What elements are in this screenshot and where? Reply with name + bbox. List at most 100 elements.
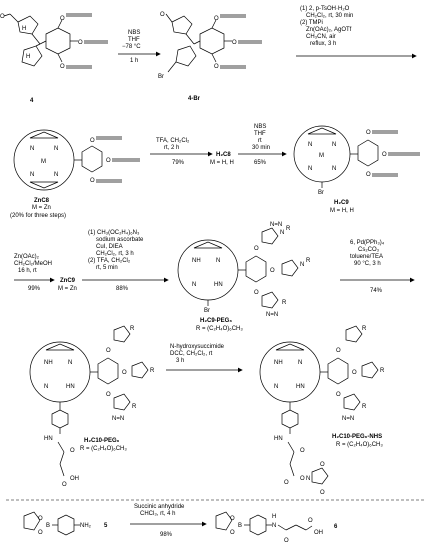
conditions-r1: NBS THF −78 °C 1 h — [122, 30, 141, 64]
svg-text:N=N: N=N — [266, 312, 278, 318]
svg-text:O: O — [308, 518, 313, 524]
compound-h2c9peg-label: H₂C9-PEG₆ — [200, 318, 232, 324]
svg-text:N: N — [30, 146, 34, 152]
compound-h2c10nhs-structure: NH N N HN O O O R R N=N R HN O O O N O O — [259, 325, 385, 496]
svg-text:O: O — [0, 14, 5, 20]
compound-6-structure: O O B H N O O OH — [215, 511, 323, 544]
svg-text:N: N — [332, 166, 336, 172]
svg-text:CH₂Cl₂/MeOH: CH₂Cl₂/MeOH — [14, 261, 52, 267]
svg-text:Zn(OAc)₂, AgOTf: Zn(OAc)₂, AgOTf — [306, 27, 352, 33]
svg-text:M: M — [319, 153, 324, 159]
conditions-r3: TFA, CH₂Cl₂ rt, 2 h 79% — [156, 138, 190, 166]
compound-znc9-metal: M = Zn — [58, 286, 77, 292]
svg-text:O: O — [78, 40, 83, 46]
svg-text:R: R — [282, 300, 287, 306]
svg-text:Zn(OAc)₂: Zn(OAc)₂ — [14, 254, 40, 260]
svg-text:O: O — [300, 448, 305, 454]
conditions-r2: (1) 2, p-TsOH·H₂O CH₂Cl₂, rt, 30 min (2)… — [300, 6, 353, 47]
svg-text:R: R — [132, 404, 137, 410]
svg-text:74%: 74% — [370, 288, 383, 294]
svg-text:H: H — [272, 514, 276, 520]
svg-text:R: R — [306, 258, 311, 264]
svg-text:reflux, 3 h: reflux, 3 h — [310, 41, 336, 47]
svg-text:O: O — [300, 476, 305, 482]
svg-text:O: O — [254, 246, 259, 252]
svg-text:TFA, CH₂Cl₂: TFA, CH₂Cl₂ — [156, 138, 190, 144]
svg-text:N-hydroxysuccimide: N-hydroxysuccimide — [170, 344, 225, 350]
svg-text:O: O — [60, 16, 65, 22]
svg-text:O: O — [366, 172, 371, 178]
svg-text:O: O — [254, 290, 259, 296]
svg-text:N: N — [298, 360, 302, 366]
svg-text:O: O — [336, 348, 341, 354]
svg-text:N: N — [44, 384, 48, 390]
svg-text:O: O — [336, 392, 341, 398]
svg-text:NH: NH — [274, 360, 283, 366]
svg-text:O: O — [284, 480, 289, 486]
svg-text:O: O — [70, 448, 75, 454]
svg-text:O: O — [382, 152, 387, 158]
svg-text:CH₂Cl₂, rt, 30 min: CH₂Cl₂, rt, 30 min — [306, 13, 353, 19]
compound-h2c10peg-r: R = (C₂H₄O)₆CH₃ — [80, 446, 127, 452]
svg-text:O: O — [230, 516, 235, 522]
compound-5-structure: O O B NH₂ — [23, 511, 92, 536]
compound-h2c9-metal: M = H, H — [330, 208, 354, 214]
svg-text:N: N — [308, 142, 312, 148]
svg-text:N: N — [280, 230, 284, 236]
svg-text:NH: NH — [192, 258, 201, 264]
svg-text:6, Pd(PPh₃)₄: 6, Pd(PPh₃)₄ — [350, 240, 385, 246]
svg-text:O: O — [160, 12, 165, 18]
svg-text:(2) TFA, CH₂Cl₂: (2) TFA, CH₂Cl₂ — [88, 258, 131, 264]
svg-text:(1) 2, p-TsOH·H₂O: (1) 2, p-TsOH·H₂O — [300, 6, 350, 12]
svg-text:B: B — [238, 523, 242, 529]
svg-text:CuI, DIEA: CuI, DIEA — [96, 244, 123, 250]
svg-text:O: O — [106, 392, 111, 398]
svg-text:O: O — [214, 64, 219, 70]
compound-6-label: 6 — [334, 524, 338, 530]
svg-text:HN: HN — [44, 436, 53, 442]
svg-text:O: O — [90, 178, 95, 184]
svg-text:rt: rt — [258, 138, 262, 144]
compound-4br-label: 4-Br — [188, 96, 201, 102]
svg-text:O: O — [60, 64, 65, 70]
svg-text:O: O — [62, 482, 67, 488]
svg-text:M: M — [41, 159, 46, 165]
compound-4-structure: O H H O O O — [0, 13, 108, 70]
svg-text:N=N: N=N — [270, 222, 282, 228]
compound-4br-structure: O Br O O O — [158, 12, 262, 80]
conditions-r7: 6, Pd(PPh₃)₄ Cs₂CO₃ toluene/TEA 90 °C, 3… — [350, 240, 385, 294]
compound-h2c8-label: H₂C8 — [216, 152, 231, 158]
svg-text:O: O — [122, 370, 127, 376]
conditions-r8: N-hydroxysuccimide DCC, CH₂Cl₂, rt 3 h — [170, 344, 225, 364]
compound-h2c8-metal: M = H, H — [210, 160, 234, 166]
svg-text:HN: HN — [296, 384, 305, 390]
compound-h2c10peg-label: H₂C10-PEG₆ — [84, 438, 120, 444]
svg-text:OH: OH — [314, 530, 323, 536]
svg-text:OH: OH — [70, 476, 79, 482]
svg-text:O: O — [366, 130, 371, 136]
svg-text:H: H — [22, 26, 26, 32]
svg-text:79%: 79% — [172, 160, 185, 166]
svg-text:HN: HN — [66, 384, 75, 390]
compound-h2c10nhs-r: R = (C₂H₄O)₆CH₃ — [336, 442, 383, 448]
svg-text:Br: Br — [204, 308, 210, 314]
svg-text:HN: HN — [274, 436, 283, 442]
svg-text:H: H — [26, 54, 30, 60]
svg-text:N: N — [300, 262, 304, 268]
svg-text:N: N — [54, 172, 58, 178]
svg-text:Succinic anhydride: Succinic anhydride — [134, 504, 185, 510]
conditions-r4: NBS THF rt 30 min 65% — [252, 124, 270, 166]
svg-text:THF: THF — [254, 131, 266, 137]
svg-text:toluene/TEA: toluene/TEA — [350, 254, 383, 260]
svg-text:N: N — [308, 166, 312, 172]
svg-text:O: O — [230, 530, 235, 536]
svg-text:98%: 98% — [160, 532, 173, 538]
compound-znc8-structure: N N N N M O O O — [13, 129, 140, 191]
svg-text:O: O — [284, 538, 289, 544]
compound-h2c10peg-structure: NH N N HN O O O R R N=N R HN O O OH — [29, 325, 155, 488]
svg-text:O: O — [90, 138, 95, 144]
svg-text:N: N — [30, 172, 34, 178]
svg-text:R: R — [362, 326, 367, 332]
svg-text:sodium ascorbate: sodium ascorbate — [96, 237, 144, 243]
